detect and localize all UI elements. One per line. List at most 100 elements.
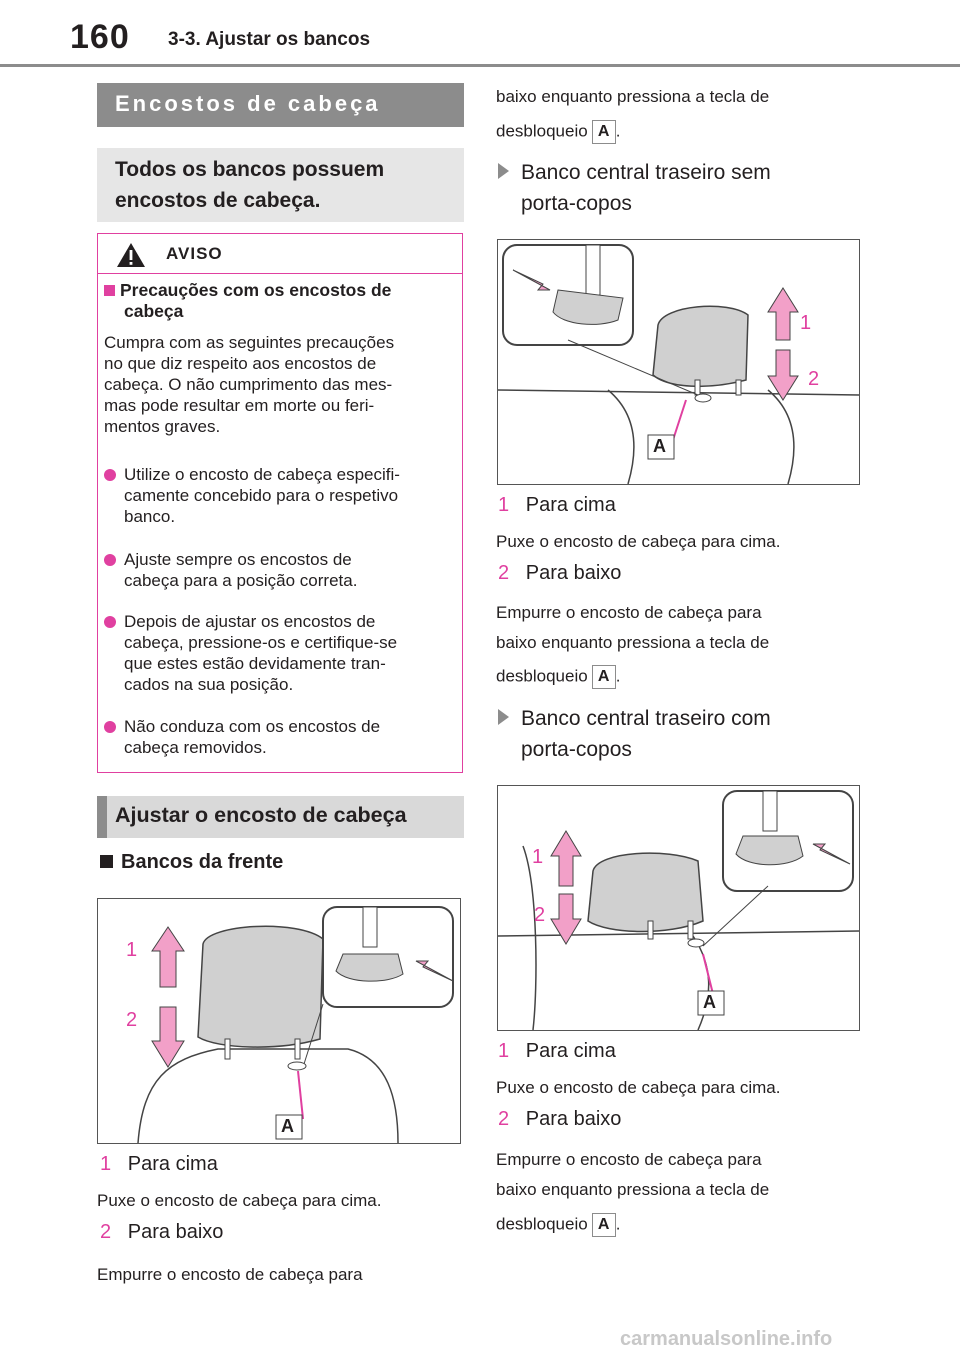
desc-text: desbloqueio: [496, 1214, 588, 1234]
bullet-dot-icon: [104, 616, 116, 628]
page-number: 160: [70, 18, 130, 56]
bullet-line: banco.: [124, 507, 176, 526]
section-title-headrests: Encostos de cabeça: [97, 83, 464, 127]
step-number: 1: [100, 1153, 112, 1175]
warning-subtitle-line-2: cabeça: [124, 301, 184, 321]
bullet-line: Utilize o encosto de cabeça especifi-: [124, 465, 400, 484]
bullet-dot-icon: [104, 721, 116, 733]
warning-body-line: Cumpra com as seguintes precauções: [104, 333, 395, 352]
front-step-2-desc-cont: baixo enquanto pressiona a tecla de: [496, 87, 770, 106]
section-note: Todos os bancos possuem encostos de cabe…: [97, 148, 464, 222]
step-number: 1: [498, 494, 510, 516]
bullet-line: cabeça para a posição correta.: [124, 571, 358, 590]
rear-no-cup-step-2-desc-line: baixo enquanto pressiona a tecla de: [496, 633, 770, 652]
front-seat-figure: 1 2 A: [97, 898, 461, 1144]
warning-icon: [117, 243, 145, 267]
rear-cup-step-2-desc-line: baixo enquanto pressiona a tecla de: [496, 1180, 770, 1199]
rear-cup-step-1: 1 Para cima: [498, 1040, 616, 1063]
front-step-2-desc: Empurre o encosto de cabeça para: [97, 1265, 363, 1284]
front-seats-heading-text: Bancos da frente: [121, 851, 284, 873]
warning-body-line: no que diz respeito aos encostos de: [104, 354, 377, 373]
bullet-line: Não conduza com os encostos de: [124, 717, 381, 736]
bullet-line: cabeça, pressione-os e certifique-se: [124, 633, 398, 652]
rear-no-cup-step-1-desc: Puxe o encosto de cabeça para cima.: [496, 532, 781, 551]
section-title-adjust: Ajustar o encosto de cabeça: [97, 796, 464, 838]
step-number: 2: [100, 1221, 112, 1243]
section-note-line-1: Todos os bancos possuem: [115, 158, 385, 181]
key-a-icon: A: [591, 665, 616, 689]
heading-line: porta-copos: [521, 192, 632, 215]
warning-body-line: mentos graves.: [104, 417, 221, 436]
key-a-icon: A: [591, 120, 616, 144]
desc-period: .: [615, 666, 621, 686]
warning-bullet-2: Ajuste sempre os encostos de cabeça para…: [104, 549, 454, 591]
figure-label-1: 1: [126, 939, 138, 961]
key-a-icon: A: [591, 1213, 616, 1237]
rear-no-cup-step-2: 2 Para baixo: [498, 562, 621, 585]
figure-label-1: 1: [532, 846, 544, 868]
bullet-line: cabeça removidos.: [124, 738, 267, 757]
front-step-1: 1 Para cima: [100, 1153, 218, 1176]
figure-label-1: 1: [800, 312, 812, 334]
watermark: carmanualsonline.info: [620, 1328, 833, 1350]
rear-cup-figure: 1 2 A: [497, 785, 860, 1031]
front-seats-heading: Bancos da frente: [100, 851, 283, 874]
rear-cup-step-2-desc-line: Empurre o encosto de cabeça para: [496, 1150, 762, 1169]
desc-period: .: [615, 121, 621, 141]
warning-body-line: cabeça. O não cumprimento das mes-: [104, 375, 393, 394]
rear-no-cup-heading: Banco central traseiro sem porta-copos: [498, 157, 771, 219]
figure-label-2: 2: [126, 1009, 138, 1031]
rear-cup-step-2: 2 Para baixo: [498, 1108, 621, 1131]
front-step-2: 2 Para baixo: [100, 1221, 223, 1244]
front-headrest-illustration: [137, 906, 454, 1144]
bullet-line: cados na sua posição.: [124, 675, 294, 694]
warning-header: AVISO: [98, 234, 462, 274]
step-label: Para baixo: [525, 1108, 622, 1130]
figure-label-2: 2: [534, 904, 546, 926]
triangle-bullet-icon: [498, 163, 509, 179]
figure-label-a: A: [653, 436, 666, 456]
figure-label-2: 2: [808, 368, 820, 390]
bullet-line: que estes estão devidamente tran-: [124, 654, 386, 673]
heading-line: porta-copos: [521, 738, 632, 761]
header-rule: [0, 64, 960, 67]
step-label: Para cima: [525, 1040, 616, 1062]
warning-subtitle-line-1: Precauções com os encostos de: [120, 280, 392, 300]
front-step-1-desc: Puxe o encosto de cabeça para cima.: [97, 1191, 382, 1210]
step-label: Para cima: [525, 494, 616, 516]
warning-bullet-3: Depois de ajustar os encostos de cabeça,…: [104, 611, 454, 695]
bullet-dot-icon: [104, 469, 116, 481]
warning-body: Cumpra com as seguintes precauções no qu…: [104, 332, 454, 437]
rear-cup-step-1-desc: Puxe o encosto de cabeça para cima.: [496, 1078, 781, 1097]
warning-bullet-4: Não conduza com os encostos de cabeça re…: [104, 716, 454, 758]
warning-box: AVISO Precauções com os encostos de cabe…: [97, 233, 463, 773]
heading-line: Banco central traseiro sem: [521, 161, 771, 184]
triangle-bullet-icon: [498, 709, 509, 725]
rear-cup-headrest-illustration: [497, 790, 860, 1031]
warning-title: AVISO: [166, 244, 223, 263]
desc-period: .: [615, 1214, 621, 1234]
step-label: Para baixo: [525, 562, 622, 584]
desc-text: desbloqueio: [496, 666, 588, 686]
bullet-line: Depois de ajustar os encostos de: [124, 612, 376, 631]
step-number: 1: [498, 1040, 510, 1062]
warning-body-line: mas pode resultar em morte ou feri-: [104, 396, 375, 415]
warning-bullet-1: Utilize o encosto de cabeça especifi- ca…: [104, 464, 454, 527]
step-label: Para cima: [127, 1153, 218, 1175]
rear-no-cup-headrest-illustration: [497, 244, 860, 485]
square-bullet-icon: [104, 285, 115, 296]
warning-subtitle: Precauções com os encostos de cabeça: [104, 280, 391, 322]
rear-no-cup-step-1: 1 Para cima: [498, 494, 616, 517]
step-number: 2: [498, 562, 510, 584]
rear-cup-heading: Banco central traseiro com porta-copos: [498, 703, 771, 765]
step-label: Para baixo: [127, 1221, 224, 1243]
bullet-dot-icon: [104, 554, 116, 566]
heading-line: Banco central traseiro com: [521, 707, 771, 730]
bullet-line: camente concebido para o respetivo: [124, 486, 399, 505]
desc-text: desbloqueio: [496, 121, 588, 141]
rear-no-cup-step-2-desc-line: Empurre o encosto de cabeça para: [496, 603, 762, 622]
figure-label-a: A: [281, 1116, 294, 1136]
square-bullet-icon: [100, 855, 113, 868]
